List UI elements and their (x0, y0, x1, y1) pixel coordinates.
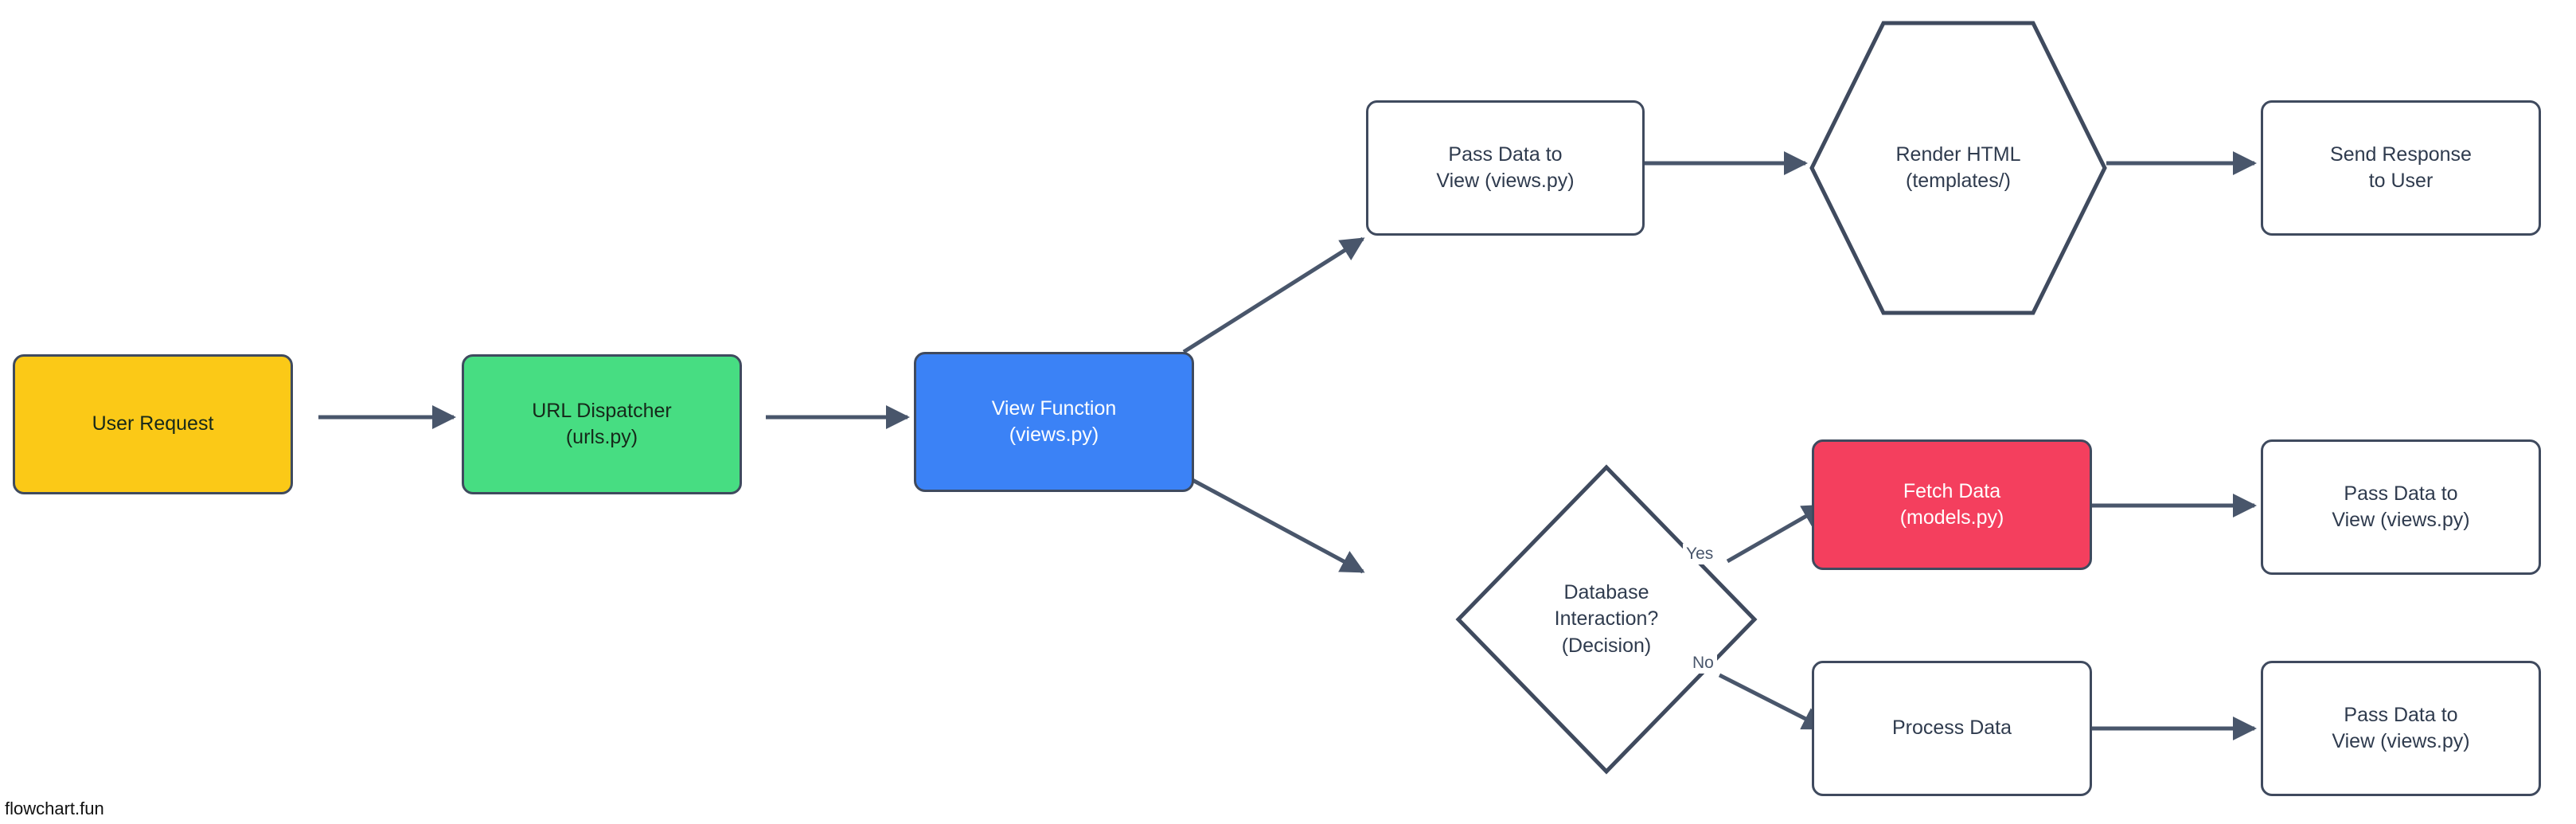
watermark: flowchart.fun (5, 799, 104, 818)
node-send-response-to-user-label: Send Response to User (2330, 143, 2472, 192)
node-render-html[interactable]: Render HTML (templates/) (1809, 20, 2108, 316)
node-process-data-label: Process Data (1891, 717, 2012, 740)
edge-view-function-to-database-decision (1182, 473, 1365, 574)
node-user-request-label: User Request (92, 412, 214, 435)
edge-label-yes: Yes (1683, 544, 1717, 564)
node-render-html-label: Render HTML (templates/) (1895, 143, 2021, 192)
node-url-dispatcher-label: URL Dispatcher (urls.py) (532, 399, 672, 448)
node-process-data[interactable]: Process Data (1812, 661, 2092, 796)
node-view-function-label: View Function (views.py) (991, 396, 1117, 446)
node-view-function[interactable]: View Function (views.py) (914, 352, 1194, 492)
node-database-interaction-decision[interactable]: Database Interaction? (Decision) (1455, 464, 1758, 775)
diamond-shape (1455, 464, 1758, 775)
node-fetch-data[interactable]: Fetch Data (models.py) (1812, 439, 2092, 570)
node-pass-data-to-view-middle-label: Pass Data to View (views.py) (2332, 482, 2470, 531)
node-pass-data-to-view-top[interactable]: Pass Data to View (views.py) (1366, 100, 1645, 236)
hexagon-shape (1809, 21, 2107, 315)
node-database-interaction-decision-label: Database Interaction? (Decision) (1554, 581, 1659, 657)
node-pass-data-to-view-middle[interactable]: Pass Data to View (views.py) (2261, 439, 2541, 575)
node-fetch-data-label: Fetch Data (models.py) (1899, 479, 2004, 529)
node-url-dispatcher[interactable]: URL Dispatcher (urls.py) (462, 354, 742, 494)
edge-view-function-to-pass-data-top (1182, 236, 1365, 354)
node-pass-data-to-view-bottom-label: Pass Data to View (views.py) (2332, 703, 2470, 752)
node-user-request[interactable]: User Request (13, 354, 293, 494)
edge-label-no: No (1689, 653, 1717, 674)
node-pass-data-to-view-bottom[interactable]: Pass Data to View (views.py) (2261, 661, 2541, 796)
node-pass-data-to-view-top-label: Pass Data to View (views.py) (1436, 143, 1575, 192)
node-send-response-to-user[interactable]: Send Response to User (2261, 100, 2541, 236)
